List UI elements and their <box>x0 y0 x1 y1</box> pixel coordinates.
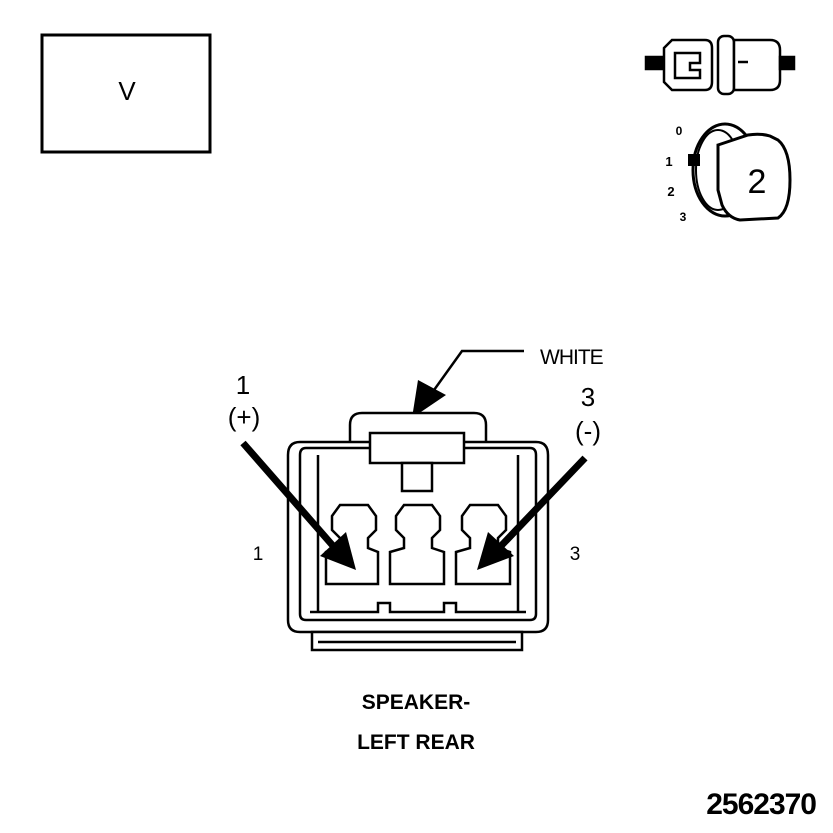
color-label: WHITE <box>540 346 604 369</box>
caption-line-1: SPEAKER- <box>362 691 471 714</box>
pin-right-polarity: (-) <box>575 416 601 446</box>
pin-right-arrow-shaft <box>497 455 588 550</box>
ignition-pos-0: 3 <box>680 210 687 224</box>
white-leader <box>422 349 524 405</box>
ignition-pos-2: 1 <box>665 154 672 169</box>
caption-line-2: LEFT REAR <box>357 731 475 754</box>
white-leader-arrowhead <box>412 380 446 418</box>
side-label-right: 3 <box>570 544 581 565</box>
ignition-pos-1: 2 <box>667 184 674 199</box>
connector-body <box>286 411 550 652</box>
pin-left-arrow-shaft <box>240 440 337 550</box>
pin-left-number: 1 <box>236 370 250 400</box>
view-label-box <box>40 33 212 154</box>
pin-left-arrowhead <box>320 532 356 570</box>
figure-number: 2562370 <box>706 788 816 821</box>
pin-right-number: 3 <box>581 382 595 412</box>
connector-plug-icon <box>644 34 796 96</box>
view-label-text: V <box>118 76 136 106</box>
ignition-key-number: 2 <box>748 163 767 201</box>
ignition-key-icon: 0 1 2 3 2 <box>665 122 792 224</box>
pin-left-polarity: (+) <box>228 402 261 432</box>
ignition-pos-3: 0 <box>676 124 683 138</box>
side-label-left: 1 <box>253 544 264 565</box>
pin-right-arrowhead <box>477 532 514 570</box>
